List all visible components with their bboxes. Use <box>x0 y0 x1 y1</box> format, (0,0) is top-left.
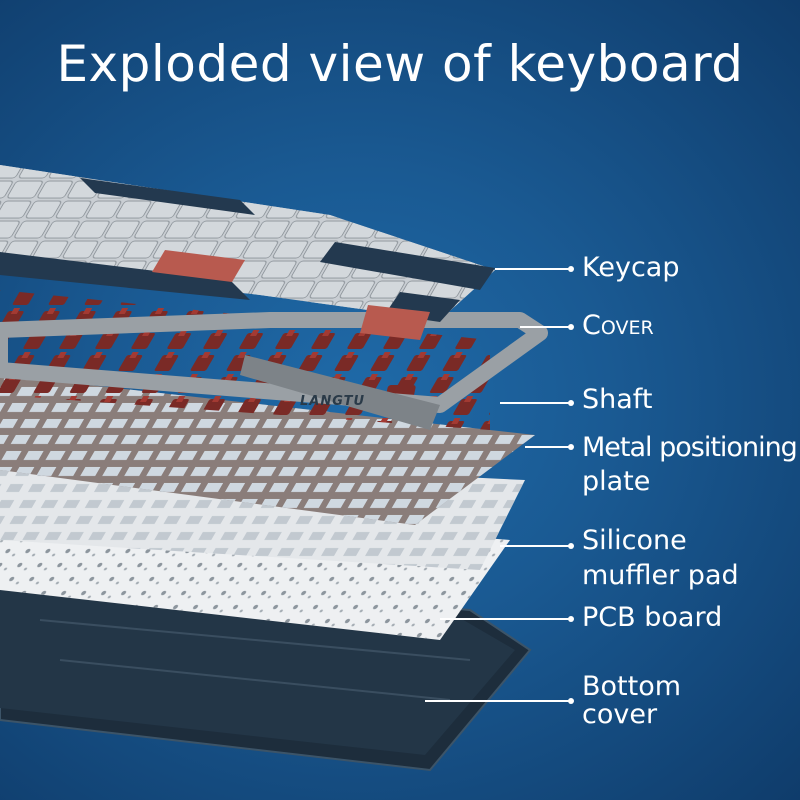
label-silicone-line2: muffler pad <box>582 560 739 591</box>
leader-cover <box>520 324 574 329</box>
label-cover: Cover <box>582 310 654 341</box>
cover-frame-layer: LANGTU <box>0 312 548 430</box>
label-metal-plate: Metal positioning <box>582 432 798 463</box>
page-title: Exploded view of keyboard <box>56 35 744 93</box>
label-bottom: Bottom <box>582 671 682 702</box>
leader-metal-plate <box>525 444 574 449</box>
metal-plate-layer <box>0 375 535 525</box>
label-pcb-board: PCB board <box>582 602 723 633</box>
leader-bottom-cover <box>425 698 574 703</box>
leader-keycap <box>495 266 574 271</box>
label-bottom-line2: cover <box>582 699 658 730</box>
label-keycap: Keycap <box>582 252 680 283</box>
leader-silicone-pad <box>500 543 574 548</box>
label-shaft: Shaft <box>582 384 653 415</box>
leader-shaft <box>500 400 574 405</box>
label-silicone: Silicone <box>582 525 687 556</box>
keycap-layer <box>0 165 495 340</box>
label-metal-plate-line2: plate <box>582 466 651 497</box>
brand-logo: LANGTU <box>300 394 365 409</box>
leader-pcb-board <box>440 616 574 621</box>
